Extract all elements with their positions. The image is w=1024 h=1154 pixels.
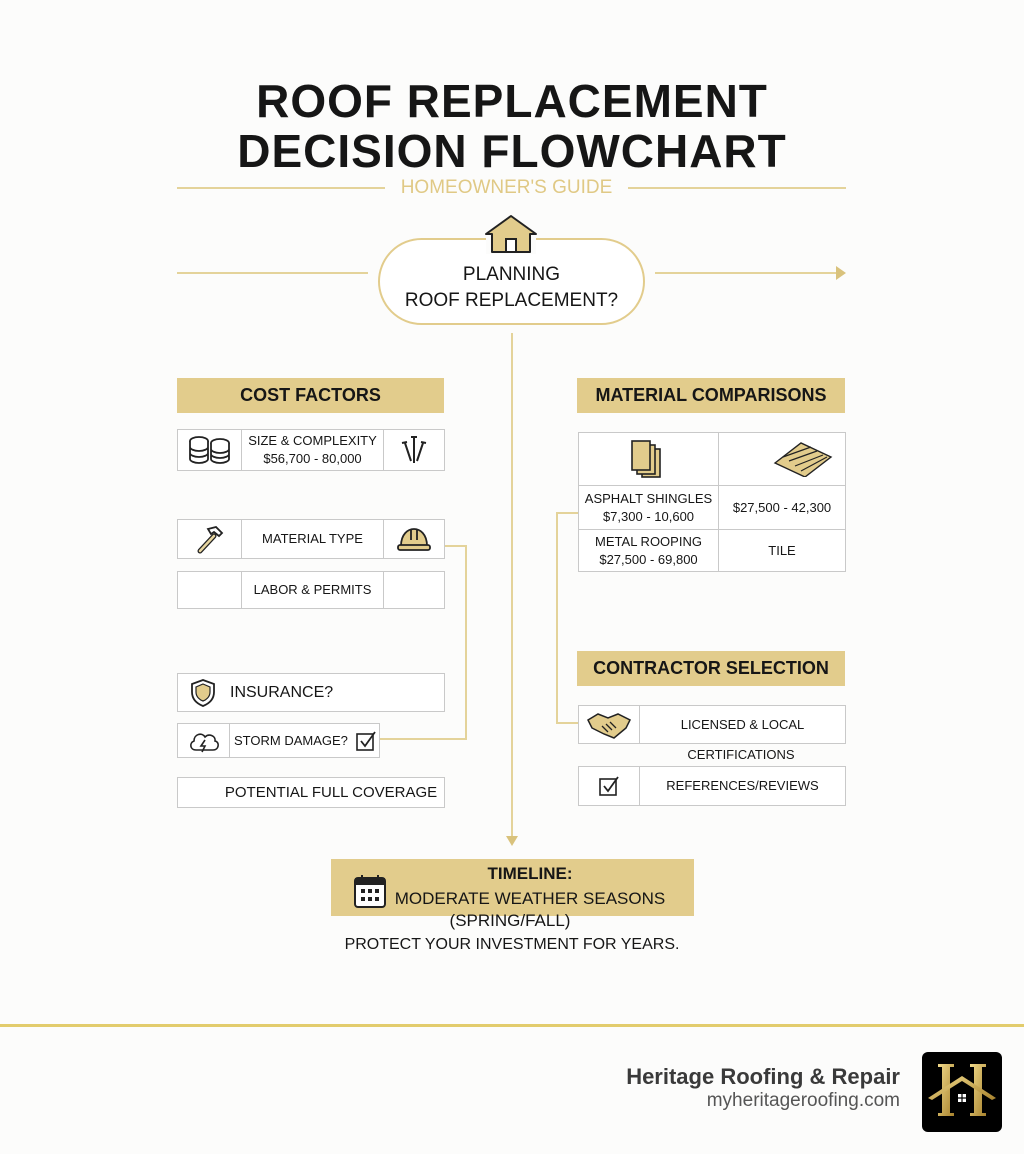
hard-hat-icon <box>383 520 444 558</box>
brand-url[interactable]: myheritageroofing.com <box>706 1090 900 1111</box>
insurance-row: INSURANCE? <box>177 673 445 712</box>
contractor-selection-header: CONTRACTOR SELECTION <box>577 651 845 686</box>
subtitle: HOMEOWNER'S GUIDE <box>400 177 613 198</box>
material-type-label: MATERIAL TYPE <box>241 520 383 558</box>
licensed-row: LICENSED & LOCAL <box>578 705 846 744</box>
cost-factors-header: COST FACTORS <box>177 378 444 413</box>
calendar-icon <box>354 875 386 908</box>
hammer-icon <box>178 520 241 558</box>
connector <box>556 722 578 724</box>
references-row: REFERENCES/REVIEWS <box>578 766 846 806</box>
start-line2: ROOF REPLACEMENT? <box>404 290 619 311</box>
heritage-logo <box>922 1052 1002 1132</box>
potential-coverage-box: POTENTIAL FULL COVERAGE <box>177 777 445 808</box>
divider <box>628 187 846 189</box>
size-label: SIZE & COMPLEXITY <box>248 433 377 448</box>
handshake-icon <box>579 706 639 743</box>
footer-divider <box>0 1024 1024 1027</box>
materials-table: ASPHALT SHINGLES $7,300 - 10,600 $27,500 … <box>578 432 846 572</box>
nails-icon <box>383 430 444 470</box>
licensed-label: LICENSED & LOCAL <box>639 706 845 743</box>
asphalt-range: $7,300 - 10,600 <box>602 508 695 524</box>
title-line1: ROOF REPLACEMENT <box>256 75 768 127</box>
arrow-down-icon <box>506 836 518 846</box>
labor-permits-row: LABOR & PERMITS <box>177 571 445 609</box>
material-comparisons-header: MATERIAL COMPARISONS <box>577 378 845 413</box>
metal-label: METAL ROOPING <box>595 533 702 549</box>
shingles-icon <box>579 433 718 485</box>
main-connector <box>511 333 513 838</box>
storm-damage-label: STORM DAMAGE? <box>234 732 348 748</box>
closing-message: PROTECT YOUR INVESTMENT FOR YEARS. <box>344 936 680 953</box>
timeline-label: TIMELINE: <box>487 864 573 883</box>
divider <box>177 187 385 189</box>
storm-cloud-icon <box>178 724 229 757</box>
timeline-box <box>331 859 694 916</box>
connector <box>556 512 558 724</box>
connector <box>655 272 840 274</box>
start-line1: PLANNING <box>462 264 561 285</box>
brand-name: Heritage Roofing & Repair <box>626 1064 900 1089</box>
asphalt-label: ASPHALT SHINGLES <box>584 490 713 506</box>
connector <box>380 738 467 740</box>
metal-range: $27,500 - 69,800 <box>599 551 698 567</box>
connector <box>556 512 578 514</box>
checkbox-icon <box>579 767 639 805</box>
connector <box>445 545 467 547</box>
storm-damage-row: STORM DAMAGE? <box>177 723 380 758</box>
timeline-seasons: MODERATE WEATHER SEASONS <box>394 889 666 908</box>
tile-label: TILE <box>718 529 845 571</box>
size-range: $56,700 - 80,000 <box>263 451 362 466</box>
material-type-row: MATERIAL TYPE <box>177 519 445 559</box>
house-icon <box>485 212 537 254</box>
title-line2: DECISION FLOWCHART <box>237 125 787 177</box>
connector <box>177 272 368 274</box>
connector <box>465 545 467 740</box>
certifications-label: CERTIFICATIONS <box>687 747 795 762</box>
checkbox-icon <box>356 730 376 751</box>
references-label: REFERENCES/REVIEWS <box>639 767 845 805</box>
insurance-label: INSURANCE? <box>230 683 334 701</box>
tile-icon <box>718 433 845 485</box>
timeline-spring-fall: (SPRING/FALL) <box>449 911 571 930</box>
arrow-right-icon <box>836 266 846 280</box>
coins-icon <box>178 430 241 470</box>
tile-range: $27,500 - 42,300 <box>718 485 845 529</box>
labor-permits-label: LABOR & PERMITS <box>241 572 383 608</box>
shield-icon <box>191 678 215 707</box>
size-complexity-row: SIZE & COMPLEXITY $56,700 - 80,000 <box>177 429 445 471</box>
